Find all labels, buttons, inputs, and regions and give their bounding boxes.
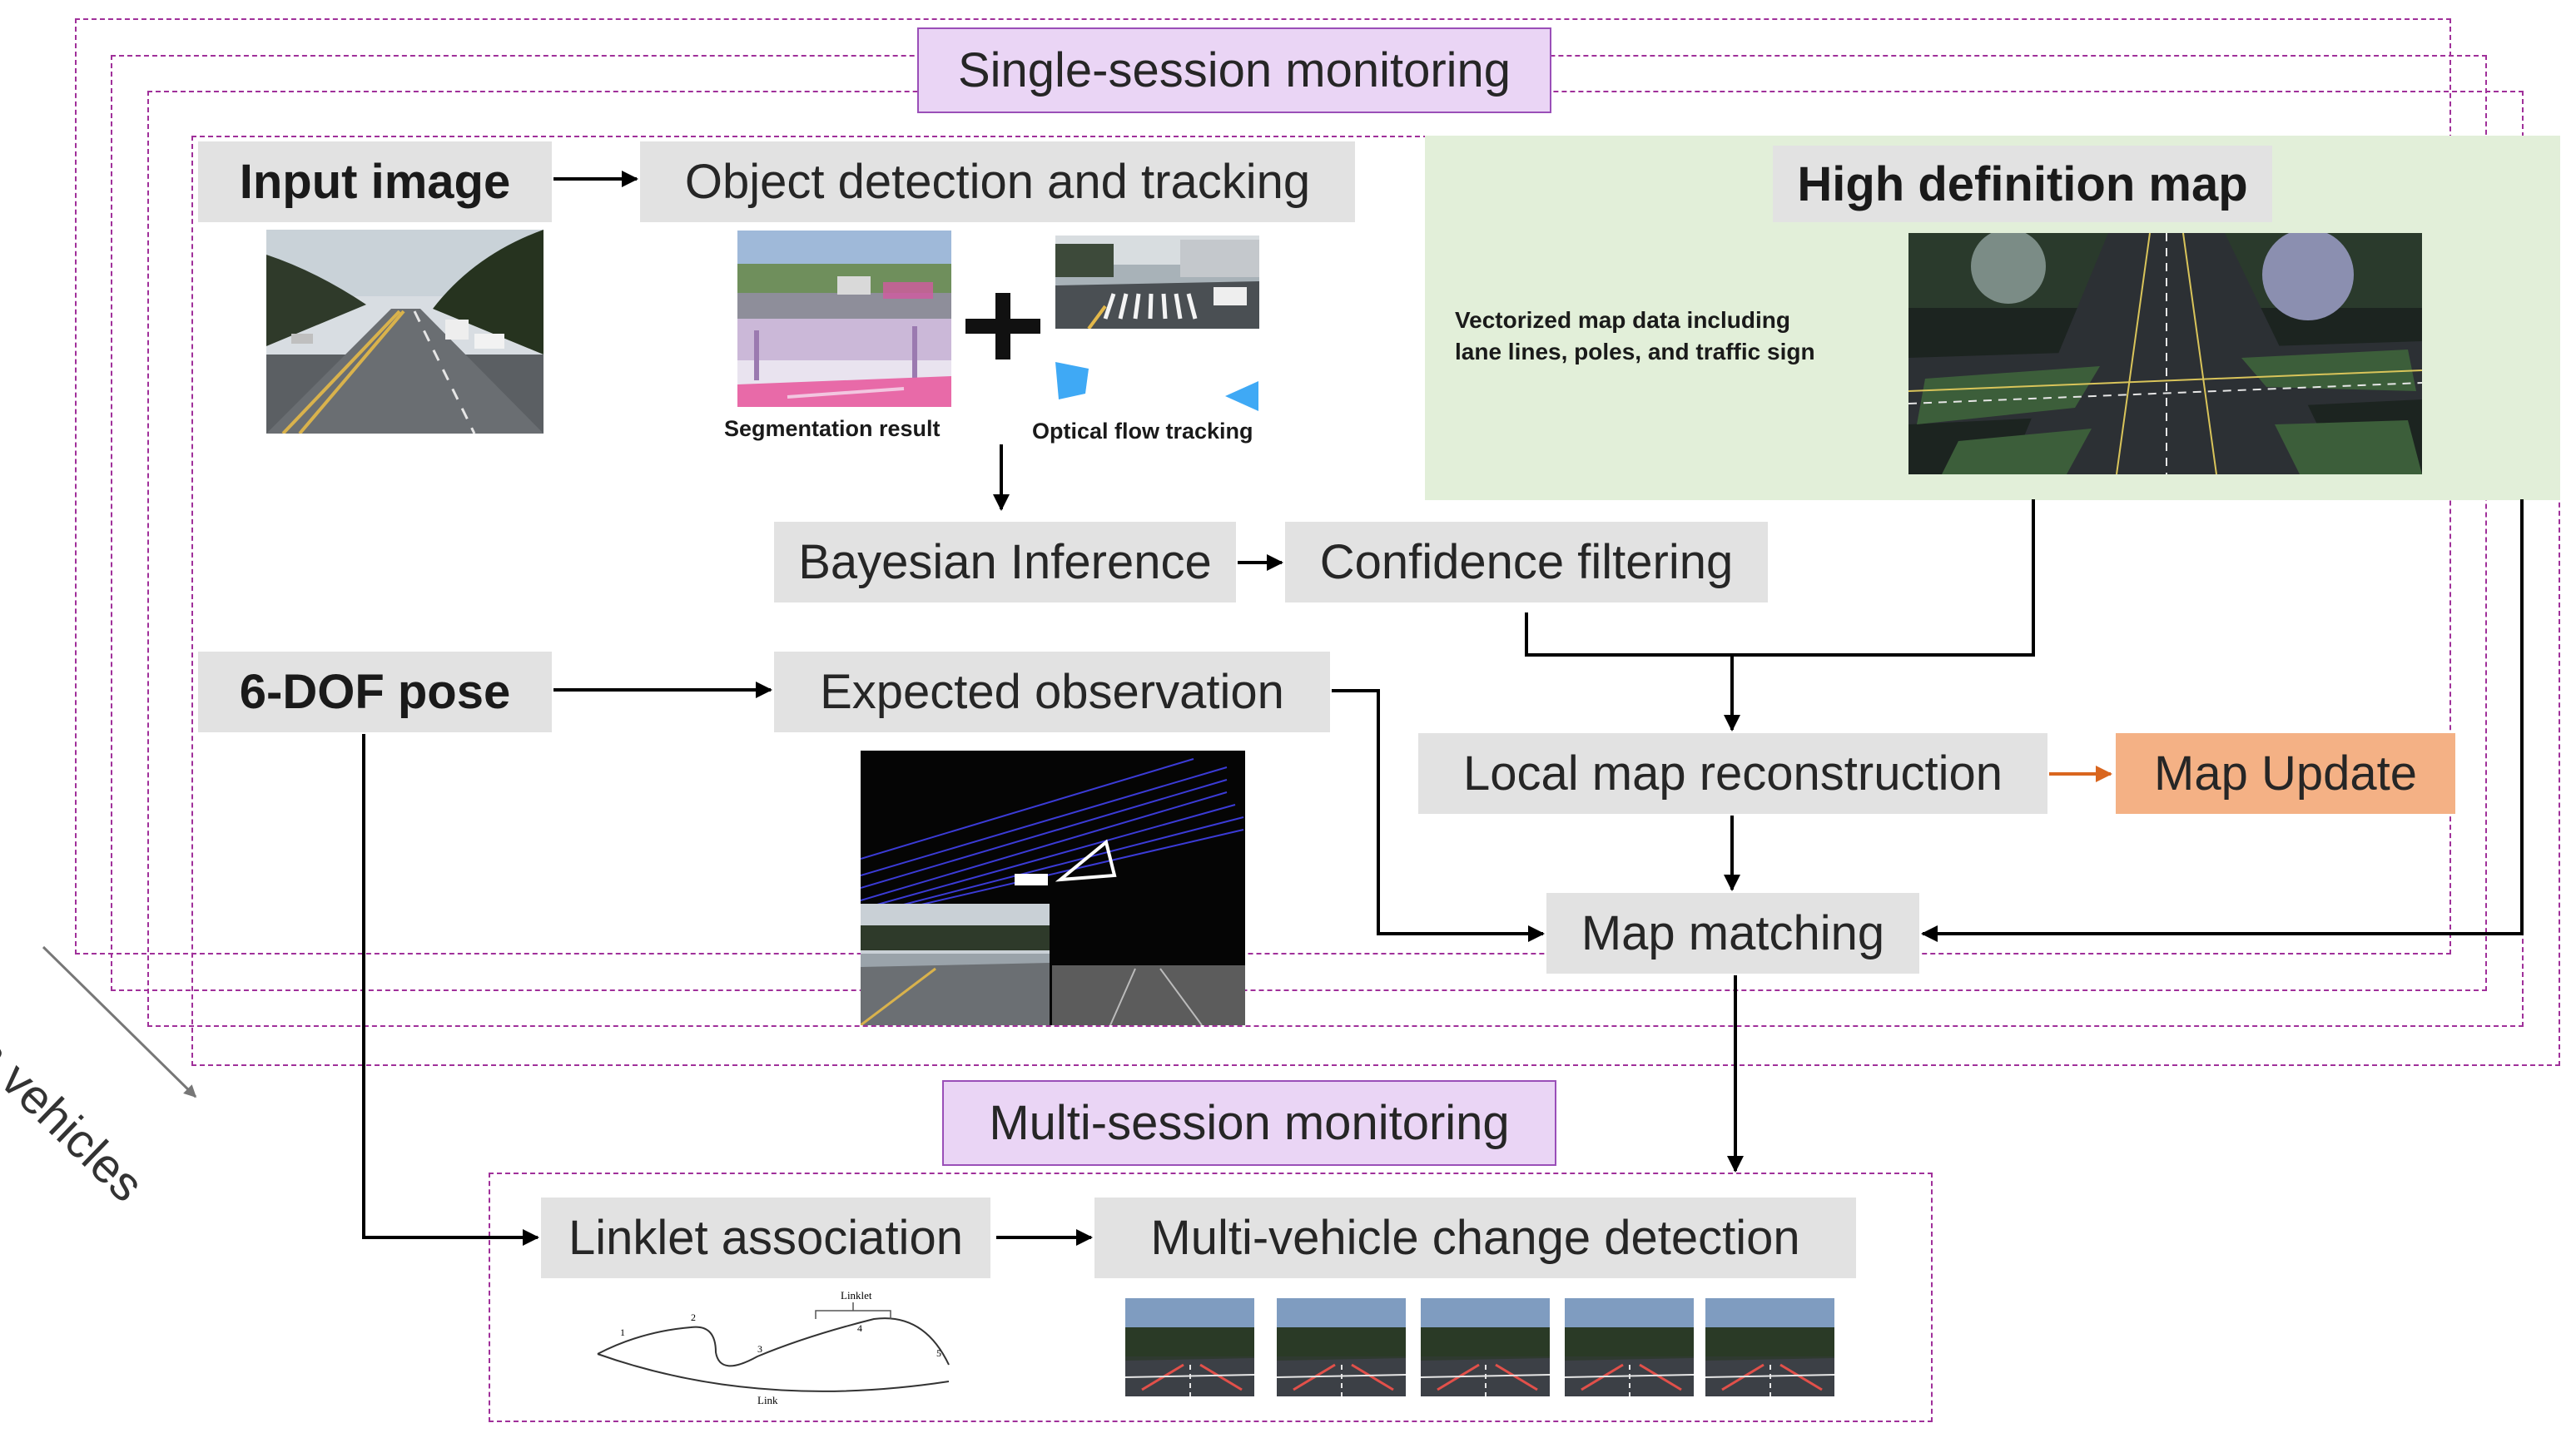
linklet-sketch: Linklet Link 1 2 3 4 5 <box>591 1286 957 1411</box>
hd-map-note: Vectorized map data including lane lines… <box>1455 305 1815 368</box>
hd-map-note-line-1: Vectorized map data including <box>1455 307 1790 333</box>
pose-box: 6-DOF pose <box>198 652 552 732</box>
multi-session-label: Multi-session monitoring <box>942 1080 1556 1166</box>
multi-session-frame <box>489 1173 1933 1422</box>
line-confidence-down <box>1525 499 2035 657</box>
expected-observation-box: Expected observation <box>774 652 1330 732</box>
input-road-image <box>266 230 543 434</box>
hd-map-note-line-2: lane lines, poles, and traffic sign <box>1455 339 1815 364</box>
confidence-filtering-box: Confidence filtering <box>1285 522 1768 602</box>
node-2: 2 <box>691 1312 696 1323</box>
segmentation-caption: Segmentation result <box>724 416 941 441</box>
hd-map-image <box>1908 233 2422 474</box>
flow-marker-left <box>1055 362 1089 399</box>
arrow-expected-to-matching <box>1332 689 1545 942</box>
node-3: 3 <box>757 1343 762 1355</box>
local-map-reconstruction-box: Local map reconstruction <box>1418 733 2047 814</box>
linklet-association-box: Linklet association <box>541 1198 990 1278</box>
arrow-pose-to-linklet <box>362 734 539 1246</box>
optical-flow-image <box>1055 236 1259 329</box>
flow-marker-right <box>1225 381 1258 411</box>
map-update-box: Map Update <box>2116 733 2455 814</box>
object-detection-box: Object detection and tracking <box>640 141 1355 222</box>
optical-flow-caption: Optical flow tracking <box>1032 419 1253 444</box>
expected-observation-image <box>861 751 1245 1025</box>
node-5: 5 <box>936 1347 941 1359</box>
plus-icon <box>965 293 1040 360</box>
node-1: 1 <box>620 1326 625 1338</box>
arrow-hdmap-to-matching <box>1921 499 2524 942</box>
linklet-text: Linklet <box>841 1289 872 1302</box>
single-session-label: Single-session monitoring <box>917 27 1551 113</box>
map-matching-box: Map matching <box>1546 893 1919 974</box>
hd-map-title: High definition map <box>1773 146 2272 222</box>
session-frame-1 <box>191 136 2560 1066</box>
input-image-box: Input image <box>198 141 552 222</box>
node-4: 4 <box>857 1322 862 1334</box>
multi-vehicle-detection-box: Multi-vehicle change detection <box>1094 1198 1856 1278</box>
arrow-n-vehicles <box>42 945 197 1098</box>
bayesian-inference-box: Bayesian Inference <box>774 522 1236 602</box>
segmentation-image <box>737 231 951 407</box>
link-text: Link <box>757 1394 778 1406</box>
